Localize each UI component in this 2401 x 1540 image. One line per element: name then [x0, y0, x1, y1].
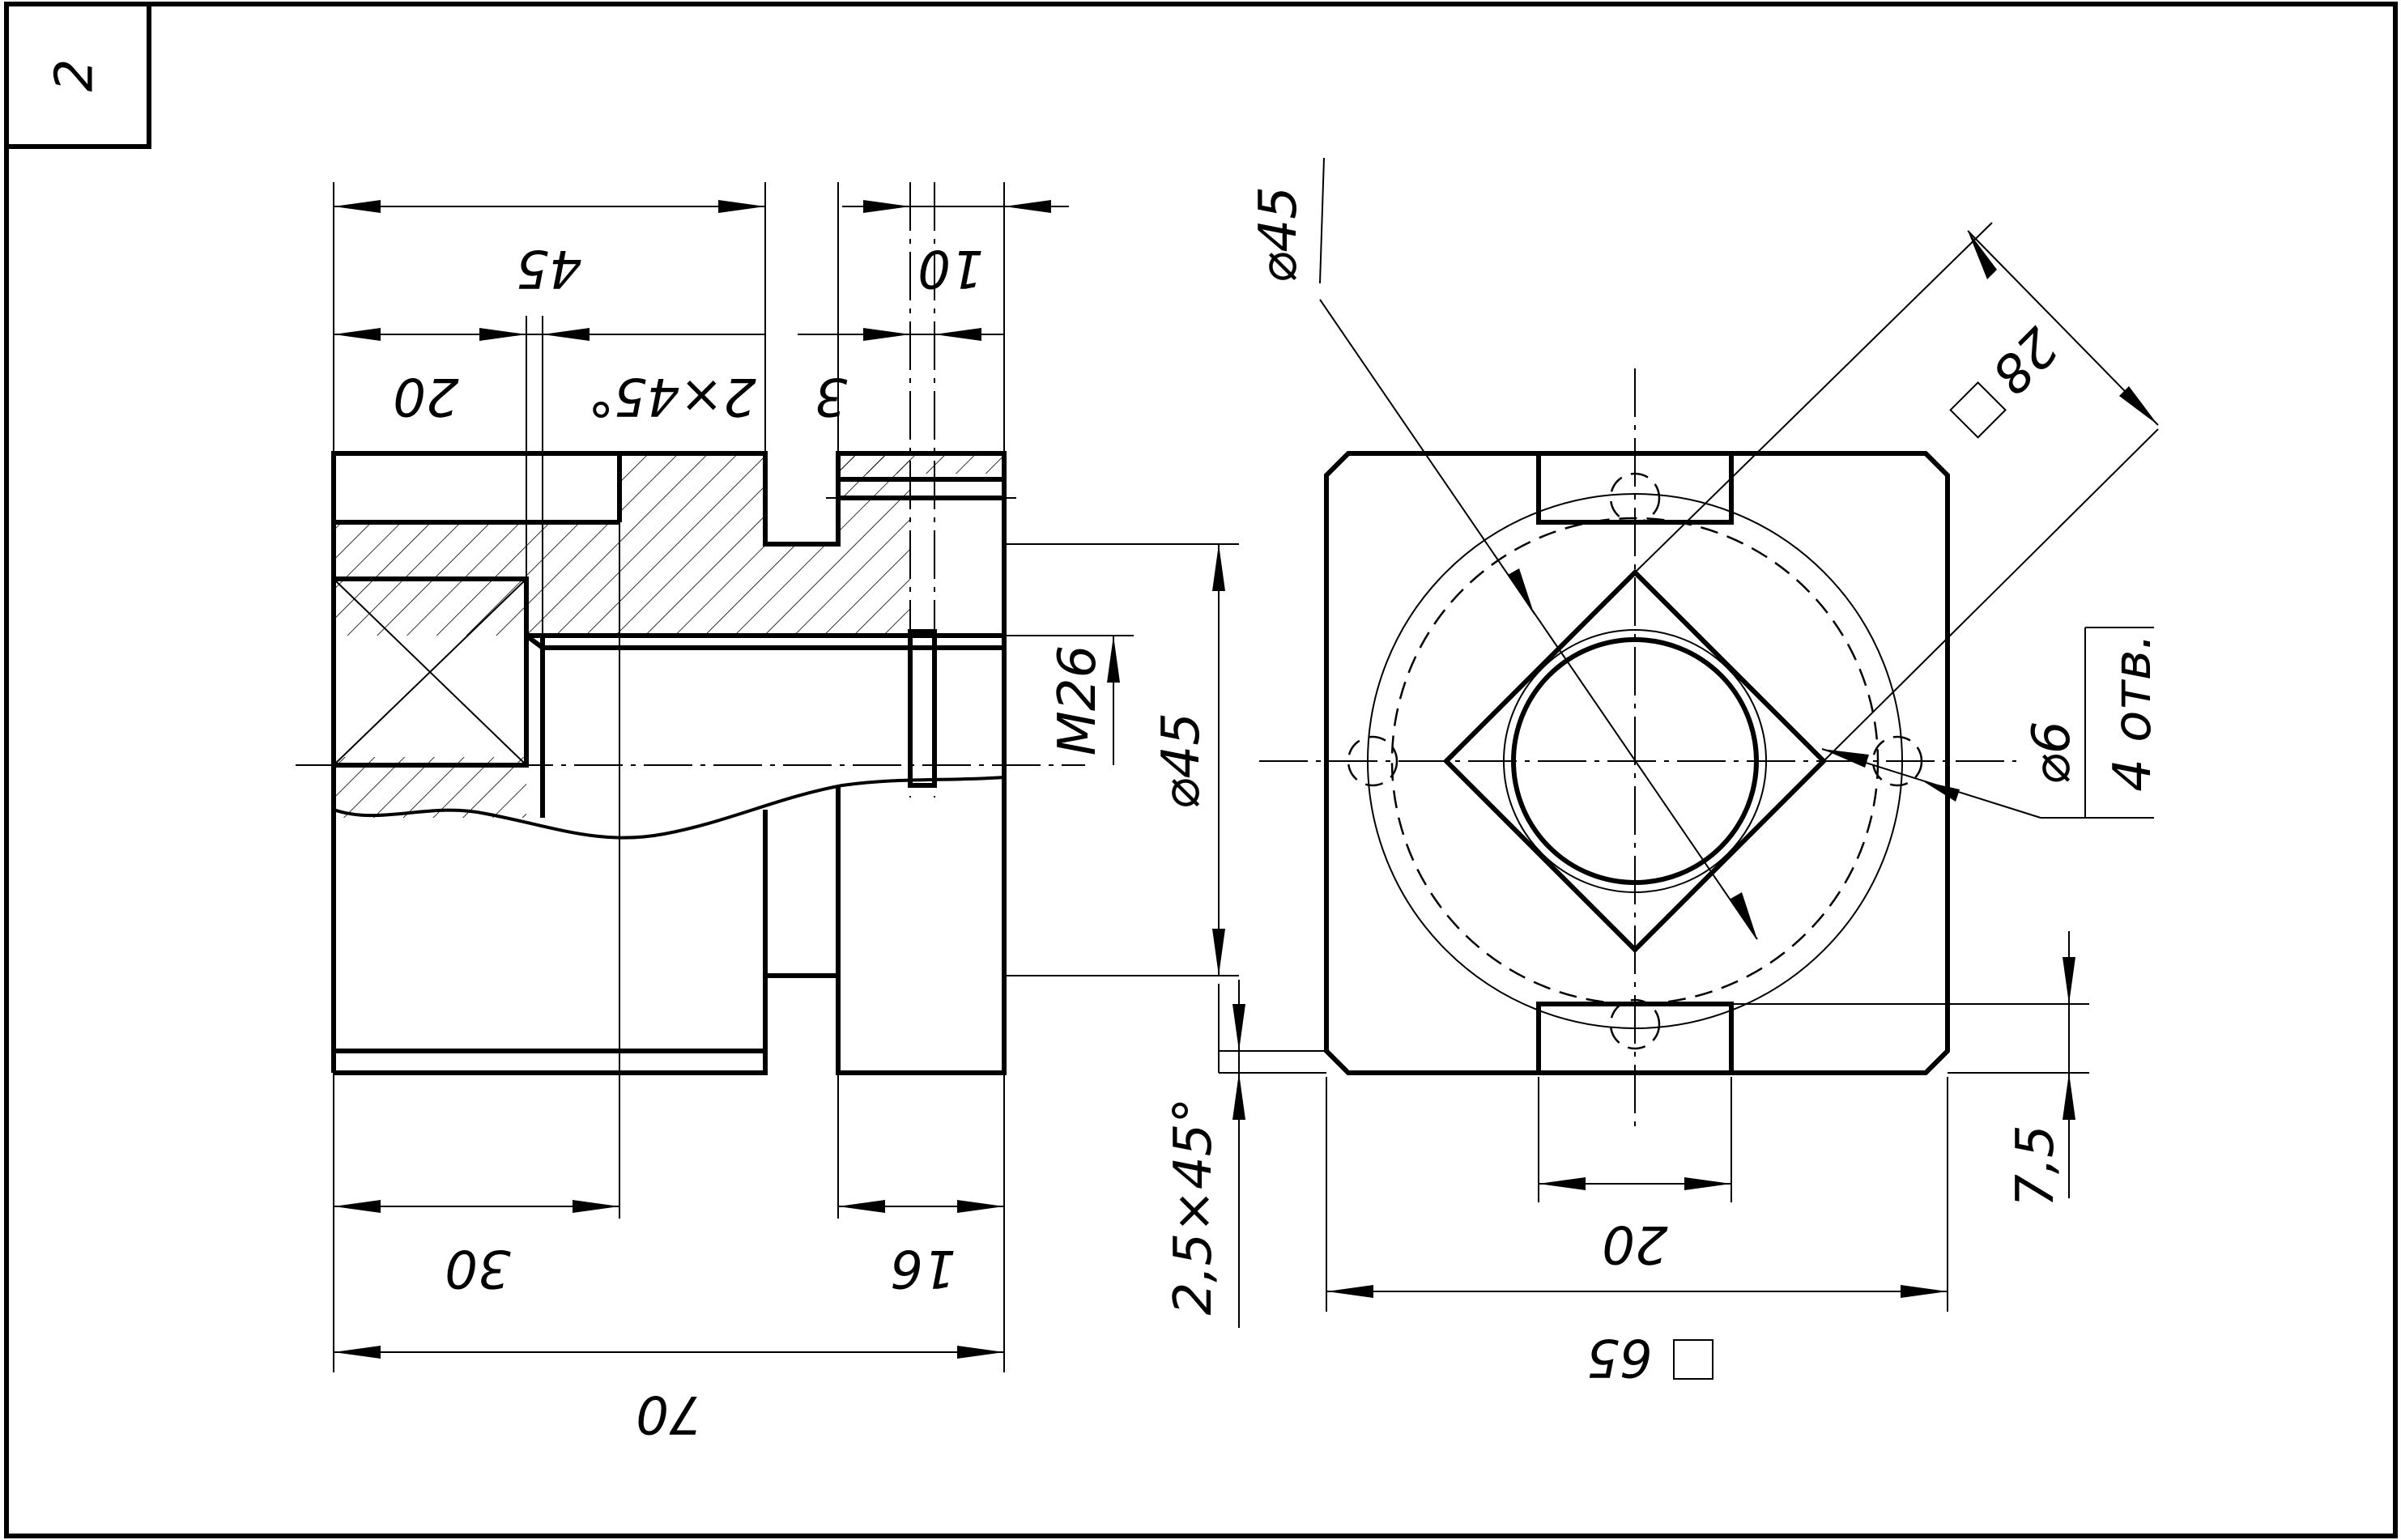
section-hatch-main: [526, 453, 910, 636]
dim-side-20: 20: [1602, 1214, 1667, 1274]
sheet-number-box: [4, 2, 151, 149]
dim-side-hole-count: 4 отв.: [2103, 633, 2163, 792]
chamfer-dimension: 2,5×45°: [1164, 980, 1326, 1328]
side-view: ⌀45 28 ⌀6 4 отв. 7,5 20 65: [1249, 157, 2163, 1387]
front-view: 45 10 20 2×45° 3 30 16 70 M26 ⌀45: [296, 182, 1239, 1444]
dim-side-65: 65: [1586, 1327, 1652, 1387]
dim-10-top: 10: [917, 238, 983, 298]
dim-70-total: 70: [636, 1384, 701, 1444]
dim-side-7-5: 7,5: [2006, 1125, 2066, 1207]
dim-45-top: 45: [516, 238, 581, 298]
side-outline: [1324, 451, 1950, 1075]
dim-side-28: 28: [1980, 316, 2069, 405]
break-line: [333, 776, 1005, 840]
dim-16-bottom: 16: [890, 1238, 956, 1298]
square-symbol: [1949, 381, 2007, 439]
section-hatch-right: [838, 453, 1004, 474]
section-hatch-lower: [334, 757, 526, 818]
sheet-border: [4, 2, 2398, 1538]
dim-bore-45: ⌀45: [1152, 713, 1211, 810]
dim-20-collar: 20: [393, 366, 458, 426]
dim-30-bottom: 30: [445, 1238, 510, 1298]
dim-side-hole: ⌀6: [2022, 721, 2082, 785]
dim-m26-thread: M26: [1048, 645, 1108, 756]
dim-3-groove: 3: [815, 366, 848, 426]
dim-chamfer-2x45: 2×45°: [588, 366, 756, 426]
sheet-number: 2: [45, 59, 105, 92]
dim-chamfer-2-5x45: 2,5×45°: [1164, 1098, 1224, 1316]
square-symbol-65: [1673, 1339, 1713, 1380]
dim-side-45: ⌀45: [1249, 186, 1309, 283]
